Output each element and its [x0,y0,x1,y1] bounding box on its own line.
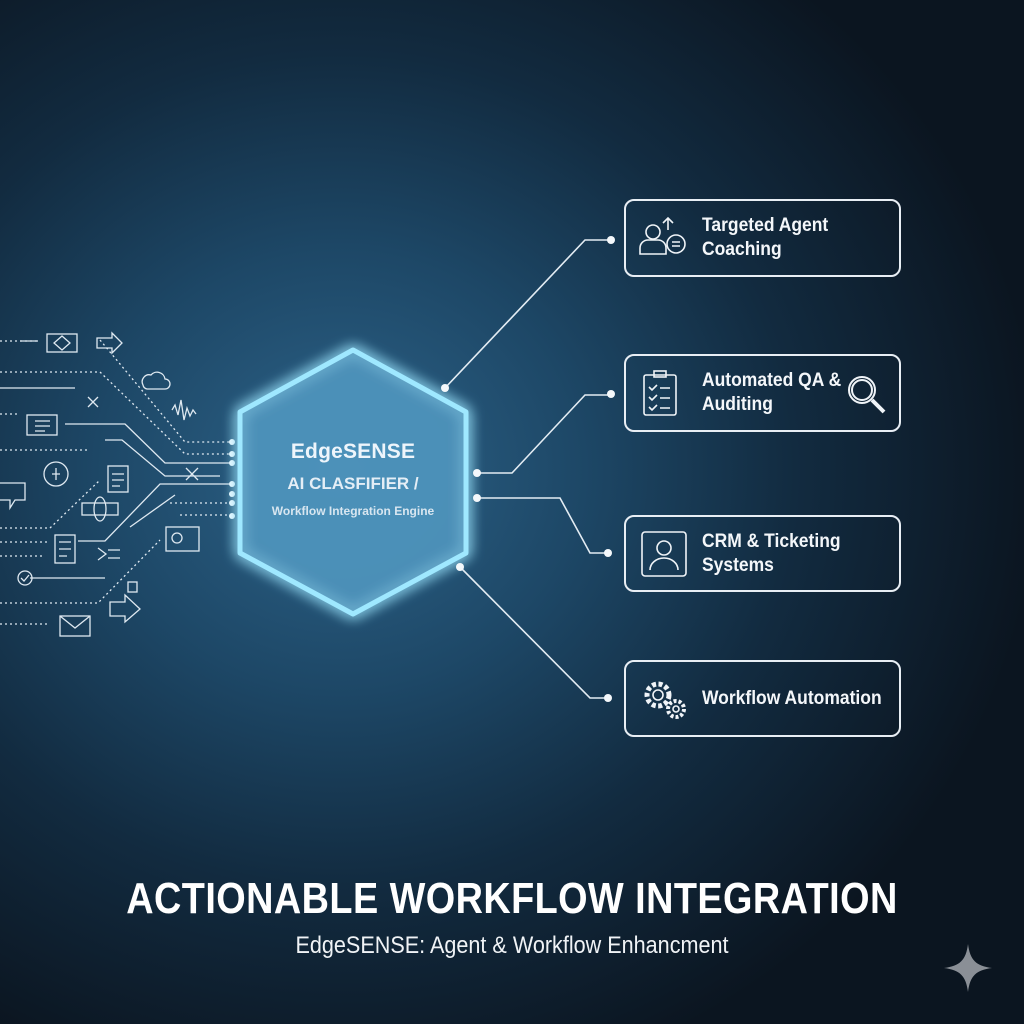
classifier-label: EdgeSENSE AI CLASFIFIER / Workflow Integ… [238,440,468,518]
gears-icon [644,681,686,719]
classifier-hexagon [237,347,469,617]
card-label-line: Auditing [702,394,773,415]
checklist-icon [643,370,677,416]
hub-title: EdgeSENSE [290,440,416,463]
card-label-line: Automated QA & [702,370,842,391]
sparkle-icon [944,944,992,992]
agent-coaching-icon [639,216,686,255]
main-title: ACTIONABLE WORKFLOW INTEGRATION [126,874,898,923]
hub-subtitle: AI CLASFIFIER / [287,474,419,493]
crm-profile-icon [641,530,687,577]
input-data-streams [0,331,232,637]
output-card-workflow-automation: Workflow Automation [624,660,901,737]
subtitle: EdgeSENSE: Agent & Workflow Enhancment [295,932,729,959]
connector-dots [441,236,615,702]
input-ports [229,439,235,519]
card-label-line: Targeted Agent [702,215,829,236]
card-label-line: Coaching [702,239,782,260]
card-label-line: CRM & Ticketing [702,530,841,552]
magnifier-icon [848,376,886,414]
output-connectors [444,239,610,699]
card-label-line: Workflow Automation [702,687,882,709]
hub-engine: Workflow Integration Engine [271,504,435,518]
output-card-qa-auditing: Automated QA & Auditing [624,354,901,432]
card-label-line: Systems [702,554,774,576]
